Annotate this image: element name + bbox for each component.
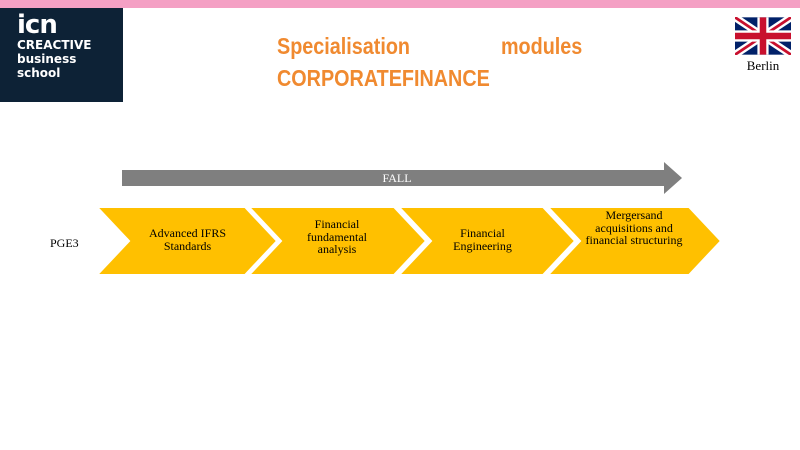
program-row-label: PGE3 <box>50 236 79 250</box>
module-label-1: Advanced IFRS Standards <box>149 226 226 253</box>
logo-line-2: business <box>17 52 77 66</box>
title-word-1: Specialisation <box>277 33 411 59</box>
module-label-2: Financial fundamental analysis <box>307 217 367 256</box>
module-label-3: Financial Engineering <box>453 226 512 253</box>
school-logo: icn CREACTIVE business school <box>0 8 123 102</box>
timeline-label: FALL <box>382 171 412 185</box>
timeline-arrow <box>122 162 682 194</box>
module-chevron-2 <box>246 206 428 276</box>
module-chevron-1 <box>94 206 279 276</box>
title-line-2: CORPORATEFINANCE <box>277 65 490 91</box>
top-accent-bar <box>0 0 800 8</box>
logo-line-3: school <box>17 66 61 80</box>
logo-line-1: CREACTIVE <box>17 38 92 52</box>
city-label: Berlin <box>746 58 780 73</box>
module-label-4: Mergersand acquisitions and financial st… <box>585 208 683 247</box>
module-chevron-4 <box>545 206 723 276</box>
location-block: Berlin <box>735 17 791 74</box>
page-title: Specialisation modules CORPORATEFINANCE <box>277 30 582 94</box>
logo-mark: icn <box>17 10 58 40</box>
module-chevron-3 <box>396 206 577 276</box>
uk-flag-icon <box>735 17 791 55</box>
title-word-2: modules <box>500 33 583 59</box>
